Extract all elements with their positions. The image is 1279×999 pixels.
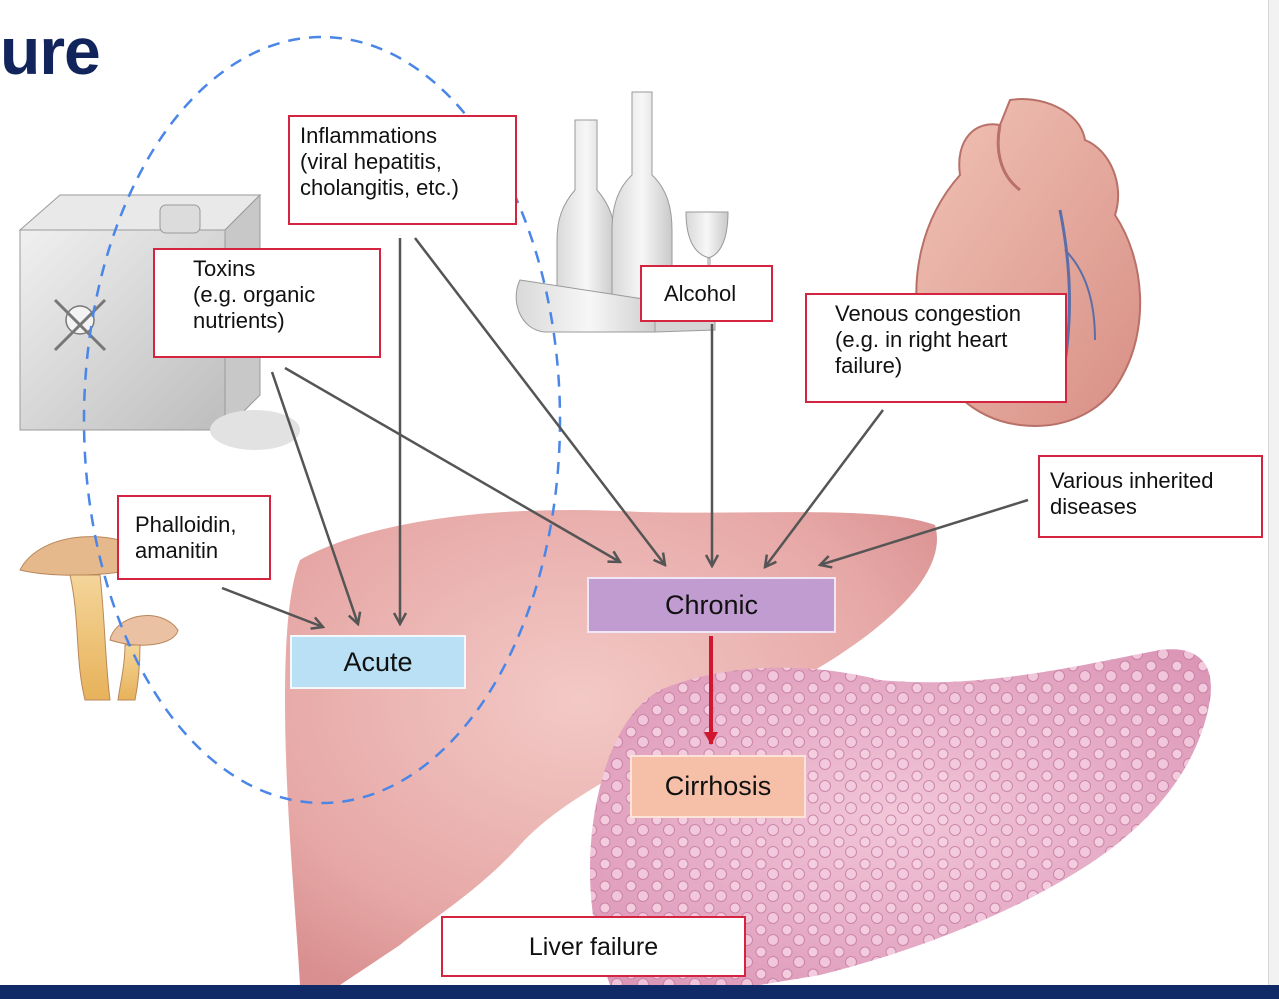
arrow-inflammation-to-chronic bbox=[414, 237, 665, 565]
arrow-venous-to-chronic bbox=[765, 409, 884, 567]
arrow-toxins-to-chronic bbox=[284, 366, 620, 562]
inherited-line-1: Various inherited bbox=[1050, 468, 1214, 493]
cirrhotic-liver-illustration bbox=[590, 649, 1211, 985]
bottles-illustration bbox=[515, 91, 729, 333]
inherited-diseases-box: Various inherited diseases bbox=[1038, 455, 1263, 538]
inflammations-box: Inflammations (viral hepatitis, cholangi… bbox=[288, 115, 517, 225]
arrow-phalloidin-to-acute bbox=[221, 586, 323, 627]
window-right-edge bbox=[1268, 0, 1279, 985]
arrow-inherited-to-chronic bbox=[820, 498, 1029, 565]
chronic-label: Chronic bbox=[587, 577, 836, 633]
slide-title-fragment: ure bbox=[0, 14, 101, 88]
venous-line-3: failure) bbox=[835, 353, 903, 378]
inflammations-line-2: (viral hepatitis, bbox=[300, 149, 442, 174]
venous-congestion-box: Venous congestion (e.g. in right heart f… bbox=[805, 293, 1067, 403]
arrow-toxins-to-acute bbox=[270, 371, 358, 624]
acute-causes-ellipse bbox=[82, 35, 562, 805]
toxins-box: Toxins (e.g. organic nutrients) bbox=[153, 248, 381, 358]
liver-failure-label: Liver failure bbox=[441, 916, 746, 977]
inflammations-line-3: cholangitis, etc.) bbox=[300, 175, 459, 200]
venous-line-2: (e.g. in right heart bbox=[835, 327, 1008, 352]
phalloidin-line-2: amanitin bbox=[135, 538, 219, 563]
phalloidin-box: Phalloidin, amanitin bbox=[117, 495, 271, 580]
toxins-line-3: nutrients) bbox=[193, 308, 285, 333]
toxins-line-1: Toxins bbox=[193, 256, 256, 281]
arrows bbox=[221, 237, 1029, 627]
inherited-line-2: diseases bbox=[1050, 494, 1137, 519]
venous-line-1: Venous congestion bbox=[835, 301, 1021, 326]
alcohol-box: Alcohol bbox=[640, 265, 773, 322]
slide-bottom-bar bbox=[0, 985, 1279, 999]
inflammations-line-1: Inflammations bbox=[300, 123, 437, 148]
toxins-line-2: (e.g. organic bbox=[193, 282, 316, 307]
acute-label: Acute bbox=[290, 635, 466, 689]
phalloidin-line-1: Phalloidin, bbox=[135, 512, 237, 537]
cirrhosis-label: Cirrhosis bbox=[630, 755, 806, 818]
alcohol-label: Alcohol bbox=[664, 281, 737, 306]
